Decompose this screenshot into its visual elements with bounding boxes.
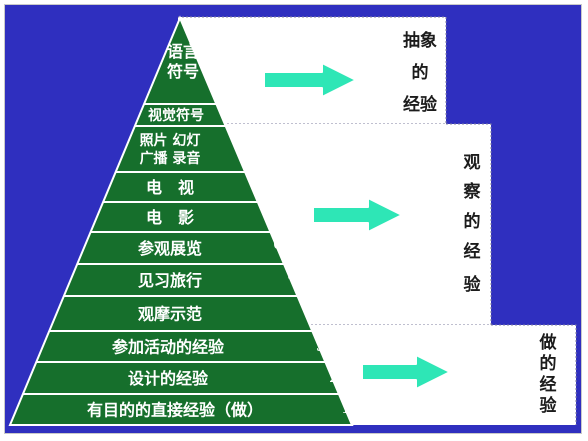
right-arrow-icon [263,62,357,98]
pyramid-level-number: 3 [316,337,326,355]
pyramid-level-number: 6 [273,235,283,253]
pyramid-level-3-label: 参加活动的经验 [112,337,225,356]
doing-label-char-2: 的 [540,353,557,374]
pyramid-level-number: 1 [341,399,351,417]
pyramid-level-11-label-line-2: 符号 [167,62,199,81]
pyramid-level-number: 10 [204,59,223,77]
pyramid-level-11-label-line-1: 语言 [167,42,199,61]
doing-label-char-3: 经 [540,374,557,395]
pyramid-level-number: 7 [256,193,266,211]
pyramid-level-number: 9 [225,102,235,120]
right-arrow-icon [312,197,403,233]
pyramid-shape [8,15,354,426]
observation-label-char-1: 观 [463,153,481,173]
pyramid-level-9-label-line-2: 广播 录音 [140,150,201,167]
abstract-experience-label: 抽象 的 经验 [403,30,438,115]
abstract-label-line-2: 的 [412,62,429,83]
pyramid-level-10-label: 视觉符号 [148,107,204,124]
abstract-label-line-3: 经验 [403,94,438,115]
pyramid-level-6-label: 参观展览 [138,239,202,258]
doing-label-char-4: 验 [540,395,558,416]
pyramid-level-5-label: 见习旅行 [138,271,202,290]
pyramid-level-4-label: 观摩示范 [138,304,202,323]
arrows [263,62,451,390]
pyramid-level-1-label: 有目的的直接经验（做） [87,400,263,419]
abstract-label-line-1: 抽象 [403,30,437,51]
pyramid-level-2-label: 设计的经验 [128,369,209,388]
doing-experience-label: 做 的 经 验 [539,332,558,416]
pyramid-level-7-label: 电 影 [146,208,194,227]
pyramid-level-number: 2 [329,368,339,386]
observation-label-char-5: 验 [464,274,482,295]
pyramid-level-number: 5 [287,265,297,283]
pyramid-level-number: 8 [235,138,245,156]
pyramid-level-number: 4 [302,296,312,314]
observation-experience-label: 观 察 的 经 验 [463,153,482,295]
side-labels: 抽象 的 经验 观 察 的 经 验 做 的 经 验 [403,30,558,416]
pyramid-level-8-label: 电 视 [146,178,194,197]
observation-label-char-2: 察 [463,181,482,202]
pyramid-level-9-label-line-1: 照片 幻灯 [140,132,201,149]
doing-label-char-1: 做 [539,332,558,353]
observation-label-char-3: 的 [464,211,481,232]
right-arrow-icon [361,354,451,390]
observation-label-char-4: 经 [464,241,481,262]
pyramid-level-dividers [22,103,339,395]
panel-abstract [178,17,446,124]
